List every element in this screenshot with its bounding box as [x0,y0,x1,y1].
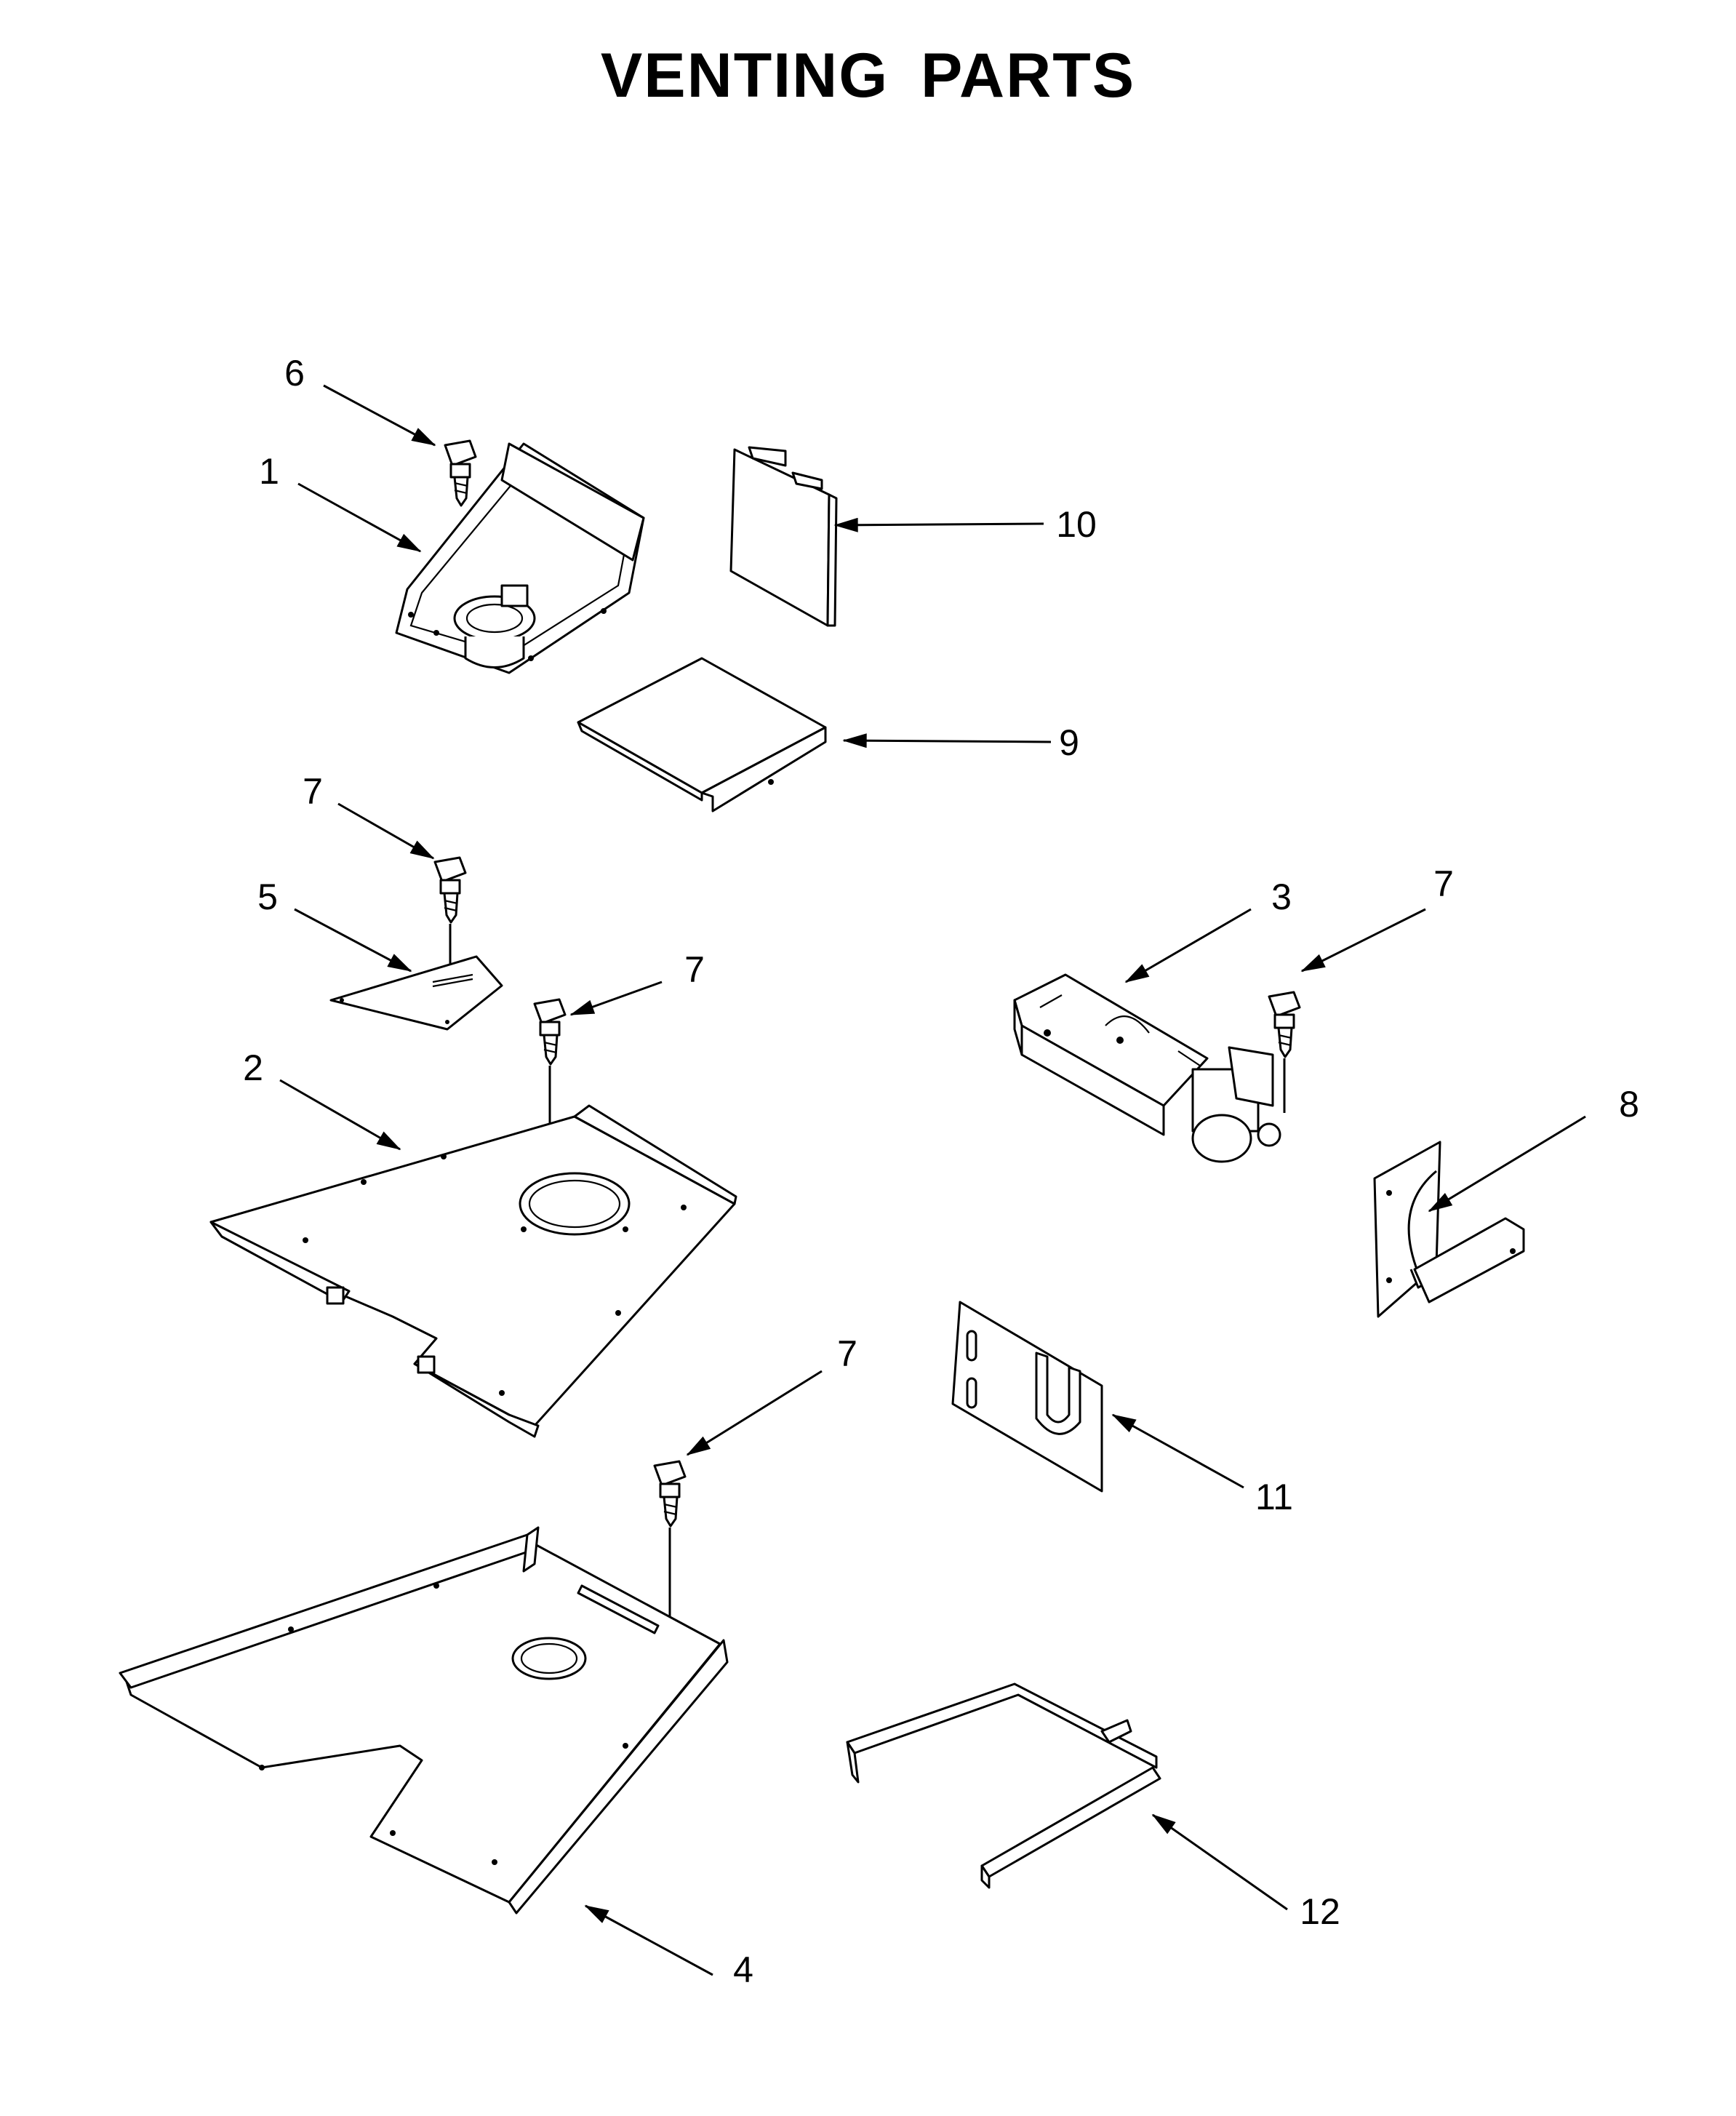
callout-2: 2 [243,1047,263,1088]
screw-6 [444,439,477,507]
callout-12: 12 [1300,1891,1340,1932]
callout-4: 4 [733,1949,753,1990]
callout-8: 8 [1619,1084,1639,1125]
callout-1: 1 [259,451,279,492]
part-12-frame [846,1682,1161,1889]
part-8-bracket [1373,1141,1525,1318]
leader-lines [279,384,1586,1976]
callout-7-middle: 7 [684,949,705,990]
callout-7-lower: 7 [837,1333,857,1374]
callout-10: 10 [1056,504,1097,545]
page-title: VENTING PARTS [600,41,1136,111]
part-4-deflector [119,1526,729,1915]
screw-7-middle [533,998,567,1131]
callout-11: 11 [1255,1477,1293,1517]
callout-3: 3 [1271,877,1292,917]
part-9-tray [577,657,827,813]
part-10-panel [729,446,838,627]
part-1-vent-housing [395,442,645,674]
callout-5: 5 [257,877,278,917]
screw-7-right [1268,991,1301,1113]
part-5-plate [329,955,503,1031]
callout-7-right: 7 [1433,863,1454,904]
callout-7-left: 7 [303,771,323,812]
callout-6: 6 [284,353,305,394]
part-11-plate [951,1301,1103,1493]
screw-7-left [433,856,467,1018]
callout-9: 9 [1059,722,1079,763]
part-3-vent-motor [1013,973,1281,1163]
part-2-deflector [209,1104,737,1438]
